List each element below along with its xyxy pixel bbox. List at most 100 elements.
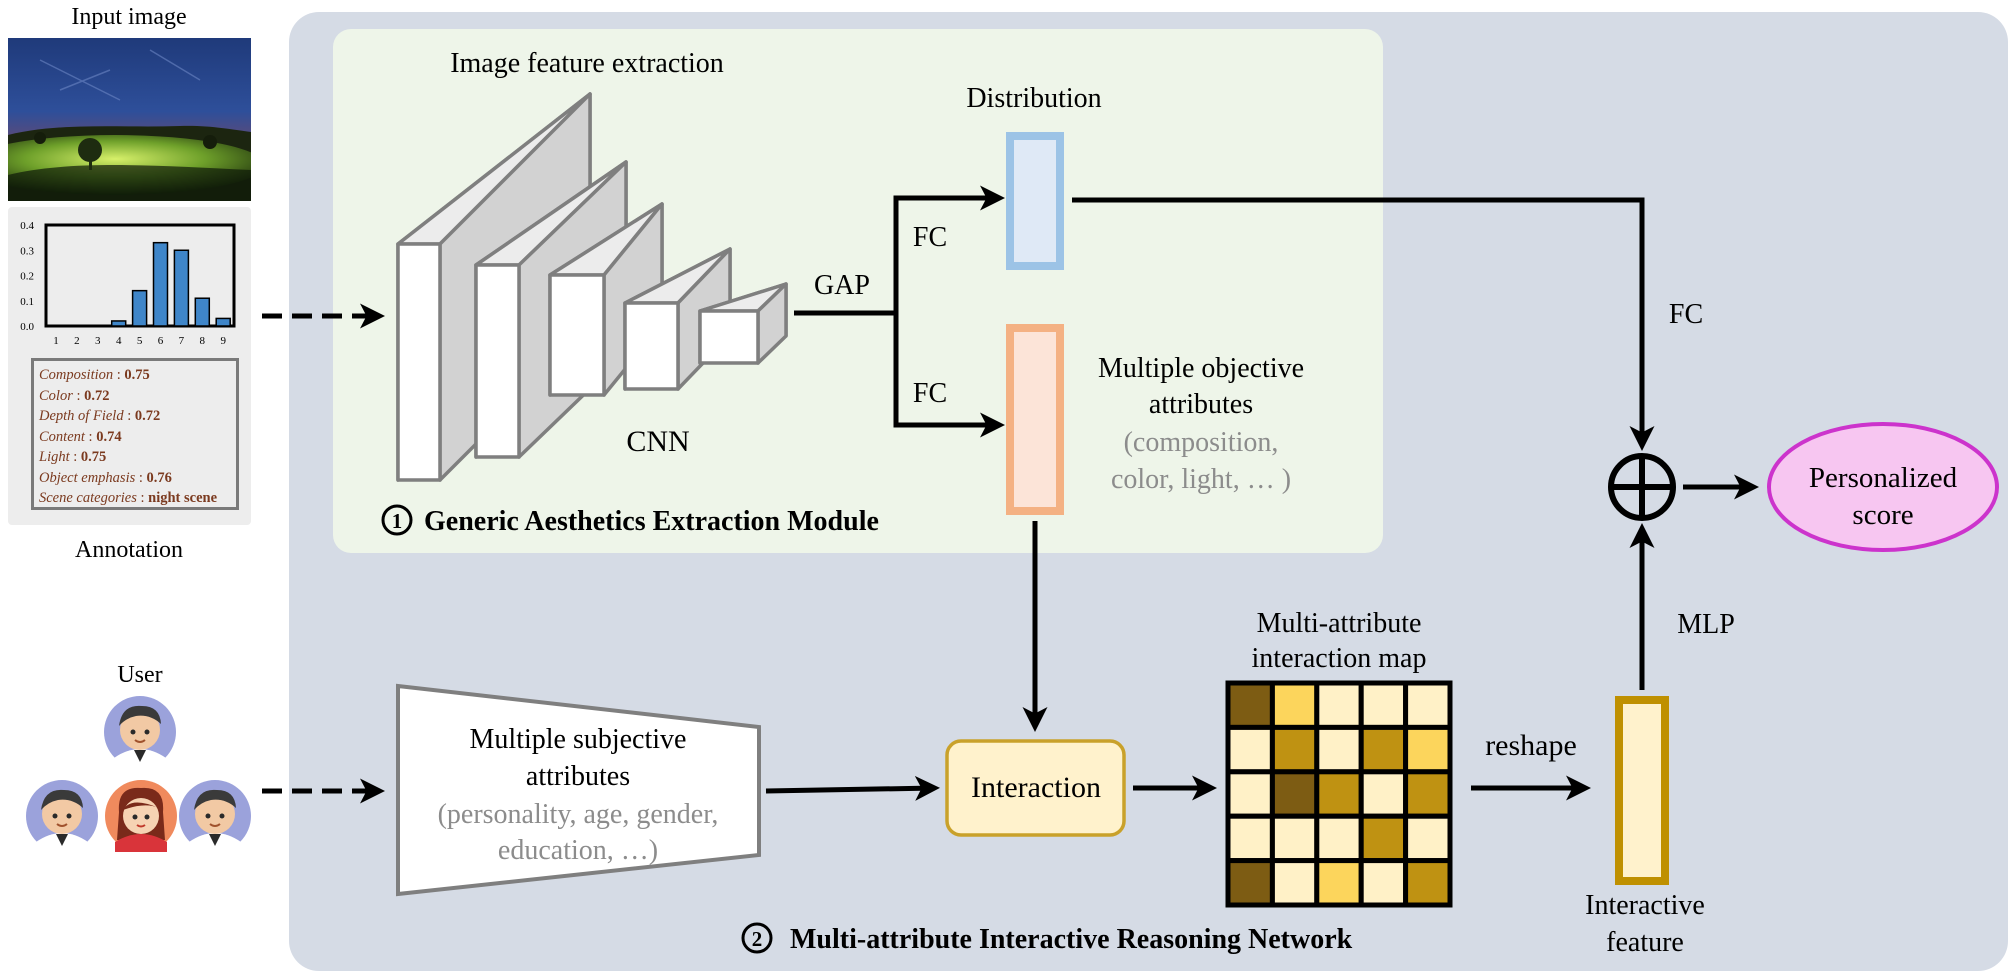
personalized-score-line1: Personalized <box>1809 462 1958 494</box>
histogram-x-tick: 7 <box>179 335 185 347</box>
annotation-row: Scene categories : night scene <box>39 488 231 509</box>
interaction-map-cell <box>1314 769 1364 819</box>
annotation-separator: : <box>123 408 135 424</box>
interaction-map-cell <box>1403 680 1453 730</box>
generic-module-panel <box>333 29 1383 553</box>
subjective-to-interaction-arrow <box>765 775 940 801</box>
histogram-x-tick: 2 <box>74 335 80 347</box>
interaction-map-cell <box>1225 769 1275 819</box>
user-avatar-top <box>104 696 176 768</box>
module2-number: 2 <box>752 927 763 951</box>
annotation-value: night scene <box>148 490 217 506</box>
module1-title-text: Generic Aesthetics Extraction Module <box>424 506 879 537</box>
input-image-title: Input image <box>71 4 186 30</box>
interaction-map-cell <box>1403 769 1453 819</box>
interaction-map-cell <box>1358 724 1409 775</box>
annotation-separator: : <box>135 469 147 486</box>
interaction-map-cell <box>1403 858 1453 908</box>
distribution-to-sum-arrow <box>1072 197 1655 451</box>
annotation-value: 0.74 <box>96 428 122 445</box>
annotation-value: 0.76 <box>146 469 172 486</box>
personalized-score-node <box>1767 422 1999 552</box>
subjective-attributes-line2: attributes <box>526 761 630 792</box>
annotation-key: Depth of Field <box>39 408 124 424</box>
interaction-map-line2: interaction map <box>1252 643 1427 674</box>
module1-number-badge <box>381 504 413 536</box>
module2-number-badge <box>741 922 773 954</box>
interaction-map-cell <box>1225 813 1275 864</box>
histogram-y-tick: 0.0 <box>20 321 34 333</box>
interaction-map-cell <box>1269 858 1320 908</box>
annotation-row: Composition : 0.75 <box>39 365 231 386</box>
cnn-block-5 <box>698 282 788 365</box>
module1-number: 1 <box>392 509 403 533</box>
annotation-key: Content <box>39 428 85 445</box>
histogram-bar <box>110 320 127 327</box>
subjective-attributes-line3: (personality, age, gender, <box>438 799 719 830</box>
histogram-bar <box>131 289 148 327</box>
histogram-y-tick: 0.3 <box>20 245 34 257</box>
histogram-bar <box>173 249 190 327</box>
interaction-map-cell <box>1269 813 1320 864</box>
interaction-map-cell <box>1269 680 1320 730</box>
annotation-key: Object emphasis <box>39 469 136 486</box>
module2-title: 2 Multi-attribute Interactive Reasoning … <box>741 922 1353 955</box>
annotation-key: Light <box>39 449 70 465</box>
user-avatar-right <box>179 780 251 852</box>
interaction-map-cell <box>1314 813 1364 864</box>
interaction-label: Interaction <box>971 771 1101 804</box>
user-avatar-middle <box>105 780 177 852</box>
subjective-attributes-line4: education, …) <box>498 835 658 866</box>
annotation-separator: : <box>69 449 81 465</box>
interaction-map-cell <box>1225 724 1275 775</box>
interaction-map-line1: Multi-attribute <box>1257 608 1422 639</box>
annotation-key: Color <box>39 387 73 404</box>
sum-node <box>1608 453 1676 521</box>
histogram-x-tick: 6 <box>158 335 164 347</box>
gap-label: GAP <box>814 270 870 301</box>
histogram-bar <box>215 317 231 327</box>
fc-top-arrow <box>893 185 1005 315</box>
cnn-block-4 <box>623 247 732 391</box>
histogram-x-tick: 1 <box>53 335 59 347</box>
interactive-feature-vector <box>1615 696 1669 885</box>
interaction-map-cell <box>1403 813 1453 864</box>
objective-attributes-line2: attributes <box>1149 389 1253 420</box>
reshape-label: reshape <box>1485 729 1577 762</box>
annotation-separator: : <box>72 387 85 404</box>
interactive-feature-line1: Interactive <box>1585 890 1705 921</box>
annotation-separator: : <box>113 367 125 383</box>
fc-top-label: FC <box>913 222 947 253</box>
histogram-bar <box>152 241 169 327</box>
fc-bottom-label: FC <box>913 378 947 409</box>
interaction-map-cell <box>1358 858 1409 908</box>
annotation-row: Object emphasis : 0.76 <box>39 468 231 489</box>
annotation-row: Content : 0.74 <box>39 427 231 448</box>
image-feature-extraction-label: Image feature extraction <box>450 48 724 79</box>
interaction-map-cell <box>1225 680 1275 730</box>
annotation-row: Color : 0.72 <box>39 386 231 407</box>
histogram-x-tick: 5 <box>137 335 143 347</box>
objective-attributes-vector <box>1006 324 1064 515</box>
objective-attributes-line3: (composition, <box>1124 427 1279 458</box>
interactive-feature-line2: feature <box>1606 927 1684 958</box>
histogram-y-tick: 0.1 <box>20 296 34 308</box>
objective-attributes-line1: Multiple objective <box>1098 353 1304 384</box>
interaction-map-cell <box>1269 724 1320 775</box>
objective-attributes-line4: color, light, … ) <box>1111 464 1291 495</box>
cnn-label: CNN <box>626 425 689 458</box>
histogram-x-tick: 9 <box>220 335 226 347</box>
histogram-y-tick: 0.4 <box>20 220 34 232</box>
interaction-map-cell <box>1358 813 1409 864</box>
histogram-x-tick: 3 <box>95 335 101 347</box>
annotation-separator: : <box>84 428 97 445</box>
personalized-score-line2: score <box>1852 499 1913 531</box>
annotation-separator: : <box>136 490 149 506</box>
user-label: User <box>117 662 162 688</box>
annotation-key: Composition <box>39 367 114 383</box>
annotation-label: Annotation <box>75 537 183 563</box>
distribution-vector <box>1006 132 1064 270</box>
interaction-map-cell <box>1358 769 1409 819</box>
